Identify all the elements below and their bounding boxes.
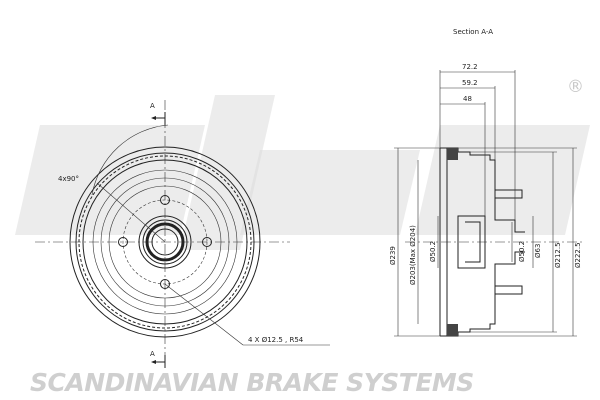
sbs-logo-watermark (15, 95, 590, 250)
rim-hatch-bottom (447, 324, 458, 336)
dim-203: Ø203(Max Ø204) (409, 225, 417, 285)
dim-50-2-left: Ø50.2 (429, 241, 437, 262)
bolt-hole-right (202, 237, 212, 247)
section-mark-top: A (150, 102, 155, 110)
rim-hatch-top (447, 148, 458, 160)
holes-label: 4 X Ø12.5 , R54 (248, 336, 304, 344)
bolt-hole-top (160, 195, 170, 205)
stud-bottom (495, 285, 523, 295)
stud-top (495, 189, 523, 199)
bolt-hole-left (118, 237, 128, 247)
holes-leader-diagonal (164, 283, 244, 346)
drum-ring-2 (75, 152, 255, 332)
hub-bore (151, 228, 179, 256)
dim-48: 48 (463, 95, 472, 103)
angle-leader (96, 182, 166, 243)
drum-ring-hidden (78, 155, 252, 329)
hub-bore-section (457, 215, 486, 269)
drum-ring-5 (100, 177, 230, 307)
section-mark-bottom: A (150, 350, 155, 358)
dim-239: Ø239 (389, 246, 397, 265)
dim-72-2: 72.2 (462, 63, 478, 71)
bolt-hole-bottom (160, 279, 170, 289)
section-view: Section A-A 72.2 59.2 48 Ø239 (389, 28, 585, 337)
hub-ring (138, 215, 192, 269)
dim-222-5: Ø222.5 (574, 242, 582, 268)
dim-63: Ø63 (534, 244, 542, 258)
drum-ring-4 (92, 169, 238, 315)
hub-bore-outer (145, 222, 185, 262)
angle-arc (91, 124, 169, 196)
registered-mark: ® (567, 77, 584, 97)
drum-ring-3 (82, 159, 248, 325)
dim-50-2-right: Ø50.2 (518, 241, 526, 262)
front-view: A A 4x90° 4 X Ø12.5 , R54 (35, 100, 330, 368)
company-watermark: SCANDINAVIAN BRAKE SYSTEMS (30, 368, 474, 397)
dim-212-5: Ø212.5 (554, 242, 562, 268)
hub-ring-inner (142, 219, 188, 265)
dim-59-2: 59.2 (462, 79, 478, 87)
angle-label: 4x90° (58, 175, 79, 183)
section-title: Section A-A (453, 28, 493, 36)
drum-outer-ring (69, 146, 261, 338)
hub-bore-inner (465, 221, 481, 263)
drum-ring-6 (108, 185, 222, 299)
